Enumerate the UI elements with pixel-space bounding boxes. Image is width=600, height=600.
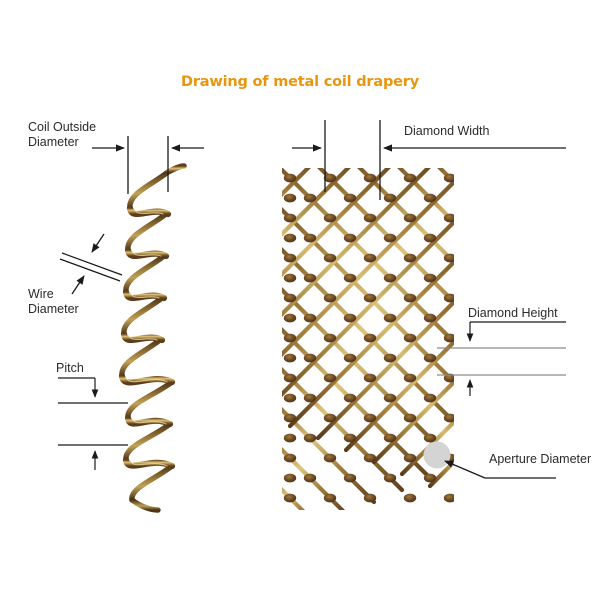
diamond-width-dimension bbox=[292, 120, 566, 200]
label-aperture-diameter: Aperture Diameter bbox=[489, 452, 592, 466]
aperture-diameter-dimension bbox=[423, 441, 556, 479]
pitch-dimension bbox=[58, 377, 128, 470]
wire-diameter-dimension bbox=[59, 233, 123, 295]
label-coil-outside-diameter-line2: Diameter bbox=[28, 135, 79, 149]
label-diamond-width: Diamond Width bbox=[404, 124, 490, 138]
label-pitch: Pitch bbox=[56, 361, 84, 375]
coil-drapery-mesh bbox=[282, 168, 454, 510]
coil-spring-illustration bbox=[118, 163, 187, 513]
label-coil-outside-diameter-line1: Coil Outside bbox=[28, 120, 97, 134]
coil-outside-diameter-dimension bbox=[92, 136, 204, 194]
mesh-knots bbox=[283, 173, 454, 503]
diamond-height-dimension bbox=[437, 321, 566, 396]
label-wire-diameter-line2: Diameter bbox=[28, 302, 79, 316]
label-wire-diameter-line1: Wire bbox=[28, 287, 54, 301]
page-title: Drawing of metal coil drapery bbox=[181, 74, 419, 90]
label-diamond-height: Diamond Height bbox=[468, 306, 558, 320]
aperture-marker-circle bbox=[423, 441, 451, 469]
